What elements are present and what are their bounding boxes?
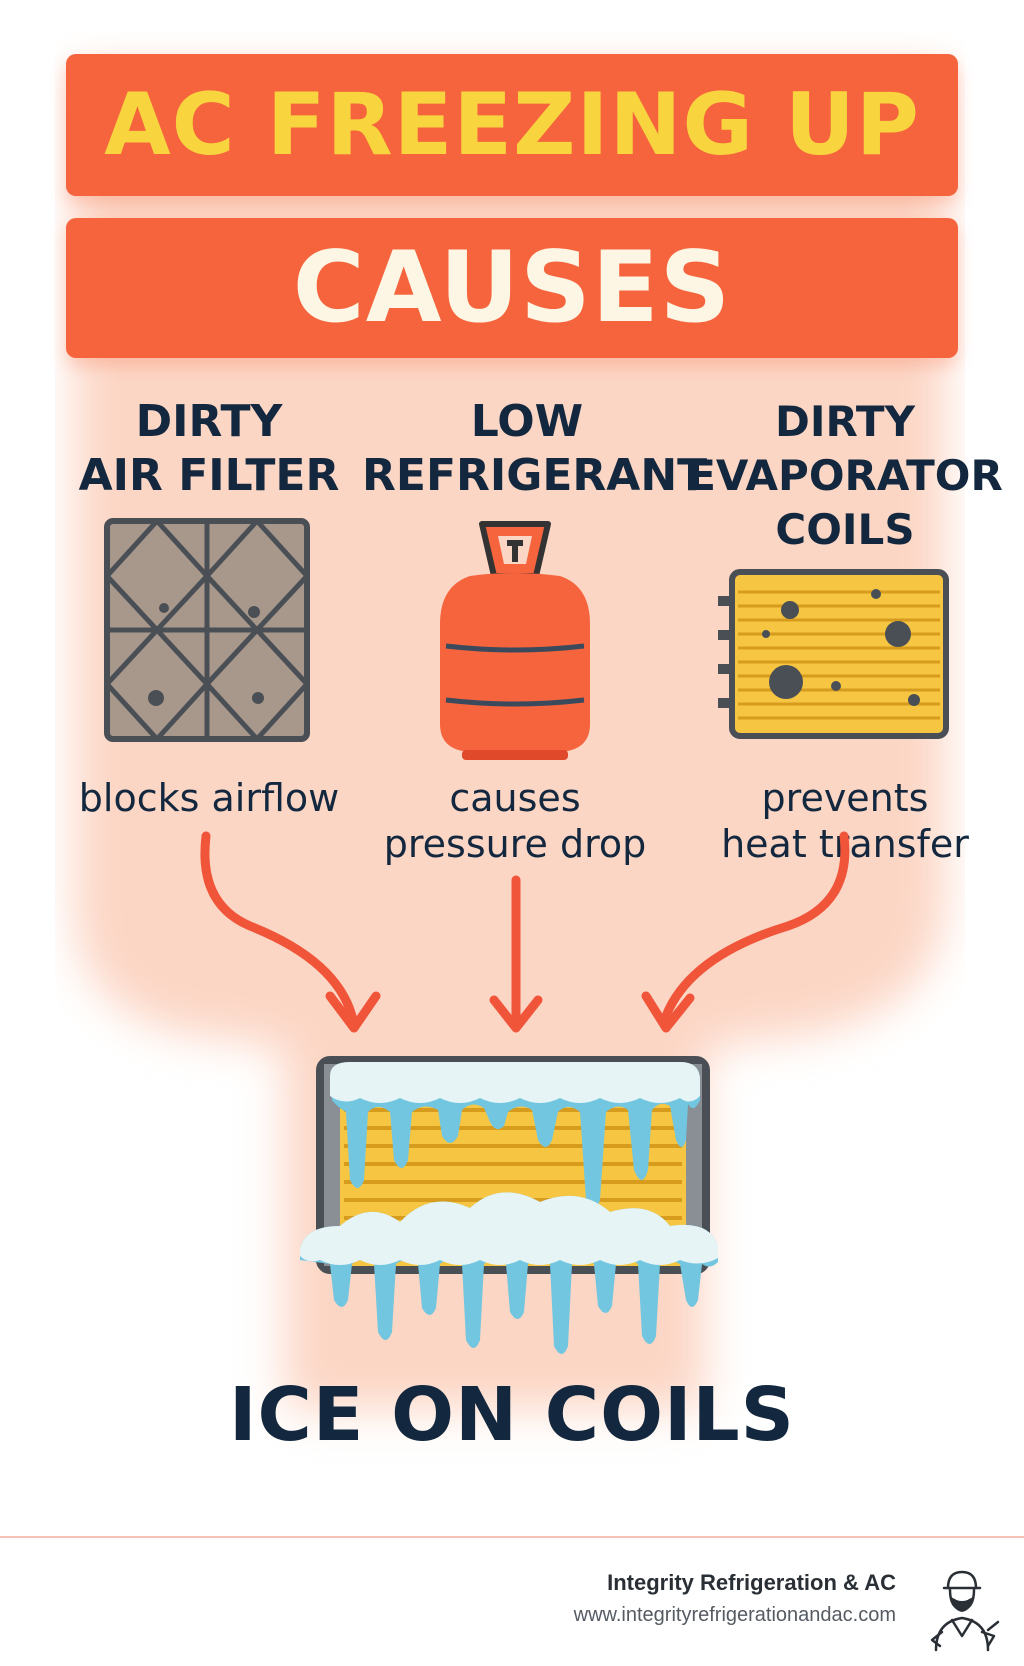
title-banner: AC FREEZING UP	[66, 54, 958, 196]
company-url[interactable]: www.integrityrefrigerationandac.com	[573, 1604, 896, 1626]
page-title: AC FREEZING UP	[104, 75, 920, 175]
air-filter-icon	[104, 518, 310, 742]
footer-divider	[0, 1536, 1024, 1538]
frozen-coil-icon	[300, 1056, 718, 1354]
refrigerant-tank-icon	[440, 521, 590, 760]
page-subtitle: CAUSES	[292, 231, 732, 345]
arrow-right-head	[641, 991, 695, 1033]
subtitle-banner: CAUSES	[66, 218, 958, 358]
result-label: ICE ON COILS	[229, 1372, 795, 1458]
cause-effect-blocks-airflow: blocks airflow	[78, 776, 340, 820]
cause-arrows	[200, 831, 850, 1033]
arrow-right	[661, 831, 850, 1021]
company-name: Integrity Refrigeration & AC	[607, 1570, 896, 1595]
cause-title-dirty-coils: DIRTY EVAPORATOR COILS	[687, 397, 1003, 554]
cause-effect-pressure-drop: causes pressure drop	[383, 776, 647, 866]
cause-title-dirty-filter: DIRTY AIR FILTER	[78, 396, 340, 501]
arrow-left	[200, 831, 357, 1021]
dirty-coil-icon	[718, 569, 949, 739]
arrow-center-head	[489, 995, 543, 1033]
arrow-left-head	[325, 991, 381, 1033]
technician-logo-icon	[930, 1570, 1000, 1652]
cause-title-low-refrigerant: LOW REFRIGERANT	[362, 396, 708, 501]
